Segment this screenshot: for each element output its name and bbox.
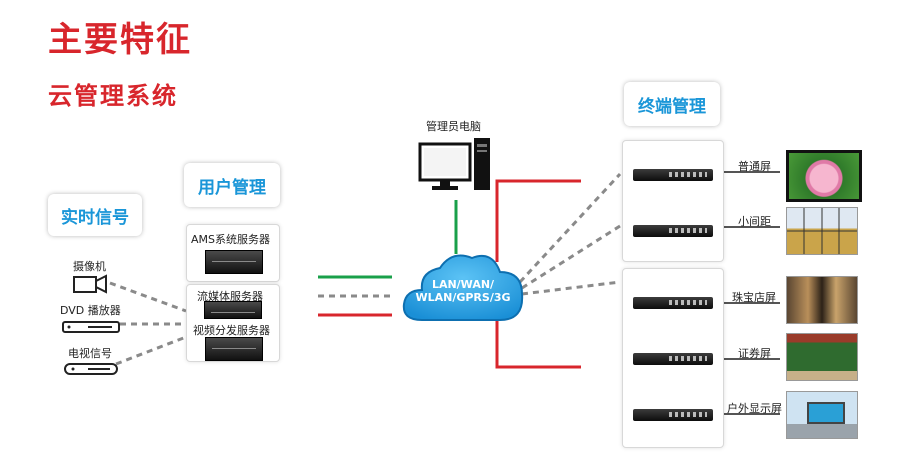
section-subtitle: 云管理系统 — [48, 82, 178, 110]
media-player-icon-1 — [633, 169, 713, 181]
admin-pc-label: 管理员电脑 — [426, 120, 481, 133]
gray-link-t2 — [521, 224, 621, 290]
tv-signal-icon — [64, 360, 118, 375]
realtime-signal-box: 实时信号 — [48, 194, 142, 236]
network-cloud-icon: LAN/WAN/ WLAN/GPRS/3G — [400, 248, 526, 328]
terminal-management-box: 终端管理 — [624, 82, 720, 126]
network-label: LAN/WAN/ WLAN/GPRS/3G — [415, 278, 511, 304]
stream-server-icon — [204, 301, 262, 319]
screen-label-5: 户外显示屏 — [727, 402, 782, 415]
gray-link-t1 — [518, 172, 622, 284]
terminal-panel-upper — [622, 140, 724, 262]
stream-server-label: 流媒体服务器 — [197, 290, 263, 303]
media-server-panel: 流媒体服务器 视频分发服务器 — [186, 284, 280, 362]
camera-label: 摄像机 — [73, 260, 106, 273]
camera-icon — [73, 274, 107, 294]
terminal-panel-lower — [622, 268, 724, 448]
tv-signal-label: 电视信号 — [68, 347, 112, 360]
screen-label-3: 珠宝店屏 — [732, 291, 776, 304]
media-player-icon-4 — [633, 353, 713, 365]
screen-label-1: 普通屏 — [738, 160, 771, 173]
screen-thumb-stock — [786, 333, 858, 381]
media-player-icon-2 — [633, 225, 713, 237]
ams-server-label: AMS系统服务器 — [191, 233, 270, 246]
media-player-icon-5 — [633, 409, 713, 421]
red-link-lower — [495, 318, 581, 369]
ams-server-panel: AMS系统服务器 — [186, 224, 280, 282]
ams-server-icon — [205, 250, 263, 274]
distribution-server-icon — [205, 337, 263, 361]
computer-icon — [418, 136, 494, 194]
tv-link — [115, 335, 187, 366]
gray-link-t3 — [521, 280, 621, 296]
screen-label-2: 小间距 — [738, 215, 771, 228]
screen-thumb-tiles — [786, 207, 858, 255]
screen-thumb-jewelry — [786, 276, 858, 324]
distribution-server-label: 视频分发服务器 — [193, 324, 270, 337]
media-player-icon-3 — [633, 297, 713, 309]
screen-thumb-flower — [786, 150, 862, 202]
user-management-box: 用户管理 — [184, 163, 280, 207]
dvd-player-icon — [62, 318, 120, 333]
red-link-upper — [495, 179, 581, 262]
camera-link — [109, 281, 187, 313]
screen-label-4: 证券屏 — [738, 347, 771, 360]
page-title: 主要特征 — [48, 20, 192, 60]
dvd-label: DVD 播放器 — [60, 304, 121, 317]
screen-thumb-outdoor — [786, 391, 858, 439]
